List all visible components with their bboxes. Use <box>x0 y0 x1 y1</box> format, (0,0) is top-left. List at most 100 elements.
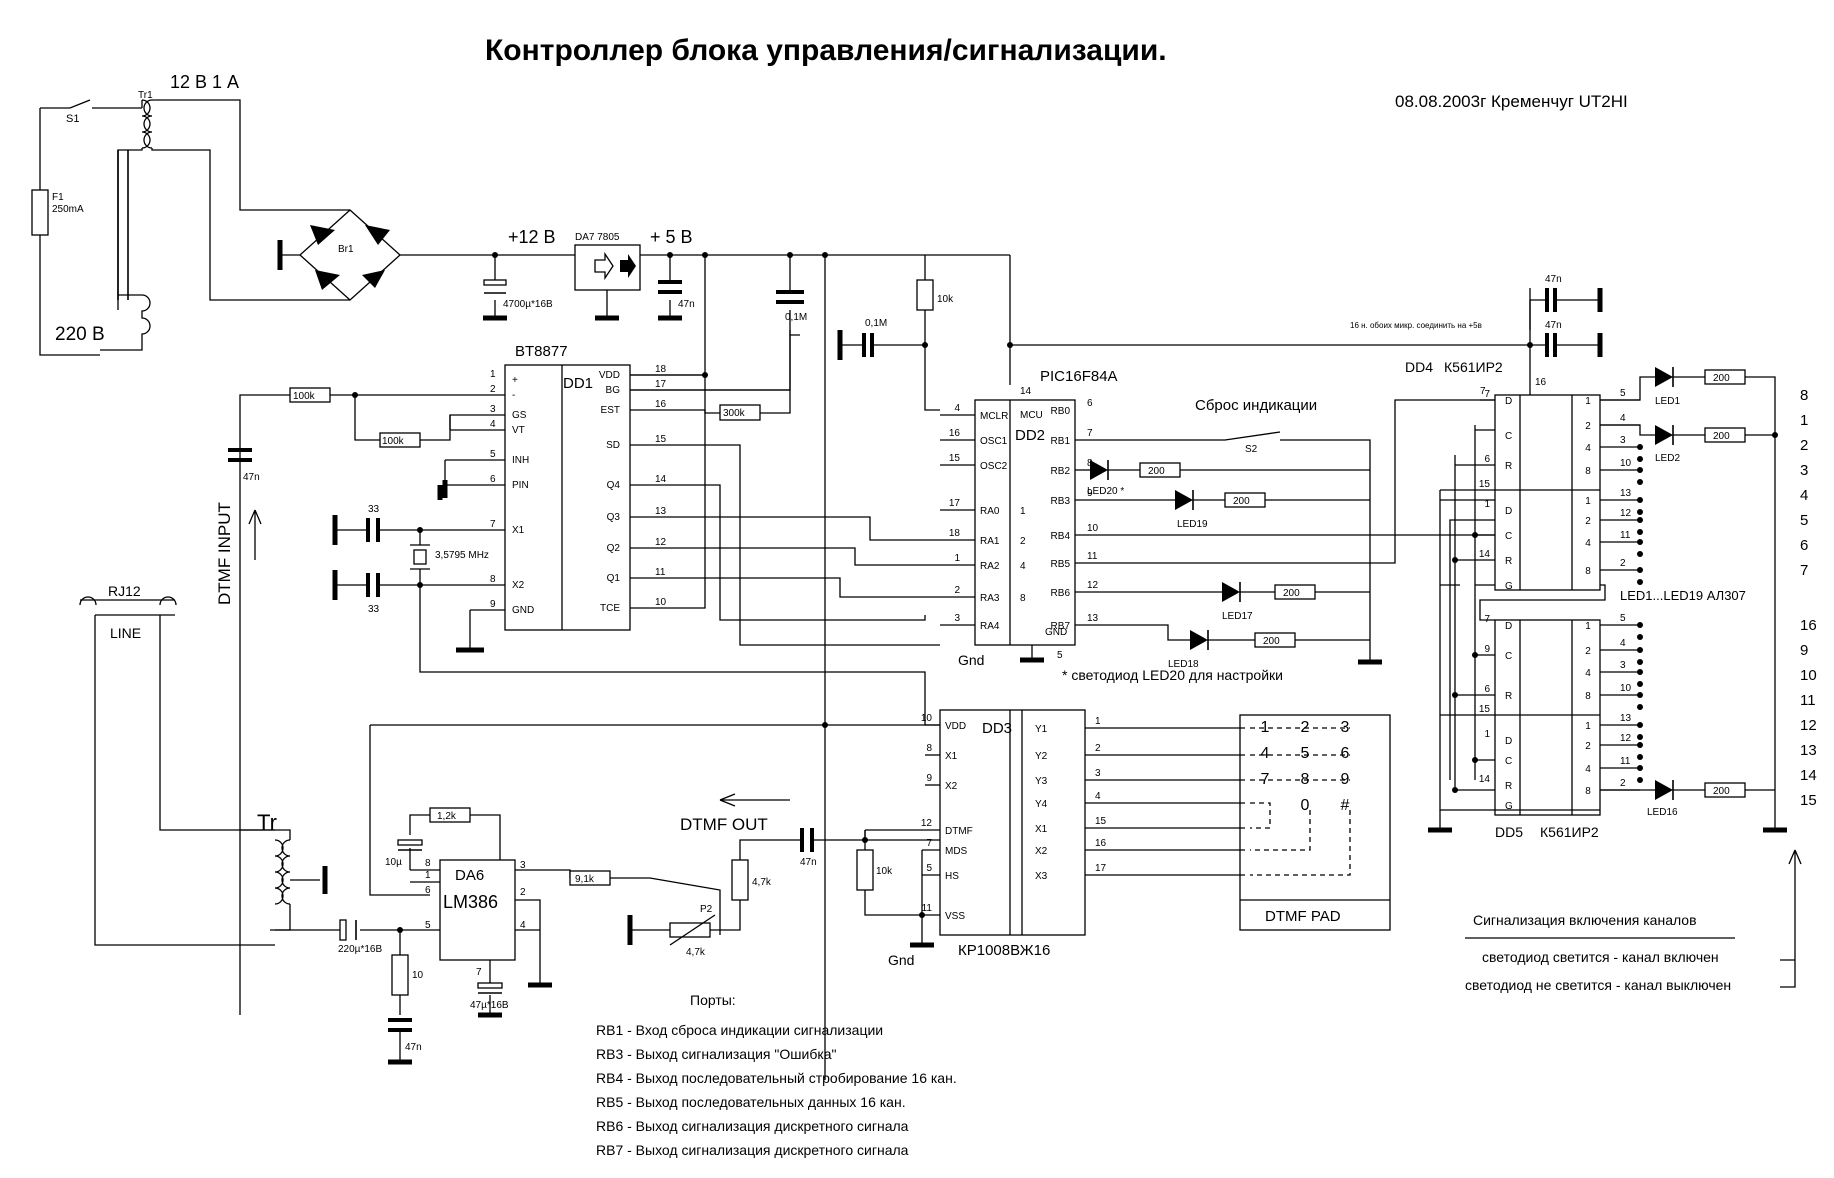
port-item: RB5 - Выход последовательных данных 16 к… <box>596 1094 906 1110</box>
dd5-pins-out-pin: 5 <box>1620 613 1626 624</box>
dd1-pin-num: 15 <box>655 434 667 445</box>
led1-name: LED1 <box>1655 396 1680 407</box>
r-fb-label: 1,2k <box>437 811 457 822</box>
switch-s1-label: S1 <box>66 113 79 125</box>
port-item: RB4 - Выход последовательный стробирован… <box>596 1070 957 1086</box>
dd5-pins-out-weight: 4 <box>1585 668 1591 679</box>
dd2-pin-sig: RB1 <box>1051 436 1071 447</box>
dd1-pin-sig: - <box>512 390 515 401</box>
led19-r: 200 <box>1233 496 1250 507</box>
dd5-pins-out-dot <box>1637 659 1643 665</box>
dd1-pin-sig: X2 <box>512 580 525 591</box>
dd1-pin-num: 9 <box>490 599 496 610</box>
dd2-pin-num: 2 <box>954 585 960 596</box>
dd4-pins-out-pin: 2 <box>1620 558 1626 569</box>
dd3-pin-num: 12 <box>921 818 933 829</box>
dd2-pin-num: 15 <box>949 453 961 464</box>
dd4-pins-pin-num: 6 <box>1484 454 1490 465</box>
led18-name: LED18 <box>1168 659 1199 670</box>
dd1-pin-num: 4 <box>490 419 496 430</box>
pad-key: 9 <box>1341 771 1350 788</box>
dd1-pin-num: 1 <box>490 369 496 380</box>
r10-label: 10 <box>412 970 424 981</box>
ports-list: RB1 - Вход сброса индикации сигнализации… <box>596 1022 957 1158</box>
r-in-label: 9,1k <box>575 874 595 885</box>
c47n-label: 47n <box>405 1042 422 1053</box>
dd1-pin-sig: GND <box>512 605 534 616</box>
dd4-pins-out-dot <box>1637 579 1643 585</box>
r100k-1-label: 100k <box>293 391 316 402</box>
tr-label: Tr <box>257 810 277 835</box>
dd3-pin-sig: VSS <box>945 911 965 922</box>
dd5-pins-out-pin: 12 <box>1620 733 1632 744</box>
dd3-pin-num: 15 <box>1095 816 1107 827</box>
channel-number: 6 <box>1800 537 1808 554</box>
dd5-pins-out-dot <box>1637 777 1643 783</box>
dd2-pin-sig: RA3 <box>980 593 1000 604</box>
legend-title: Сигнализация включения каналов <box>1473 912 1697 928</box>
legend-off: светодиод не светится - канал выключен <box>1465 977 1731 993</box>
dd5-pins-pin-sig: R <box>1505 691 1512 702</box>
da6-pin5: 5 <box>425 920 431 931</box>
ports-title: Порты: <box>690 992 736 1008</box>
da6-pin7: 7 <box>476 967 482 978</box>
dd5-pins-out-dot <box>1637 722 1643 728</box>
dd2-pin-sig: RA4 <box>980 621 1000 632</box>
fuse-rating: 250mA <box>52 204 84 215</box>
dd4-pins-pin-sig: C <box>1505 531 1512 542</box>
dd5-pins-pin-num: 15 <box>1479 704 1491 715</box>
channel-number: 12 <box>1800 717 1817 734</box>
dd3-pin-num: 16 <box>1095 838 1107 849</box>
dd3-pin-sig: X3 <box>1035 871 1048 882</box>
dd5-pins-out-dot <box>1637 692 1643 698</box>
dd4-pins-pin-sig: R <box>1505 461 1512 472</box>
led16-name: LED16 <box>1647 807 1678 818</box>
dd4-pins-out-weight: 1 <box>1585 496 1591 507</box>
pad-key: 5 <box>1301 745 1310 762</box>
mains-label: 220 В <box>55 324 105 345</box>
dd2-pin-sig: RB4 <box>1051 531 1071 542</box>
dd1-pin-num: 7 <box>490 519 496 530</box>
fuse-label: F1 <box>52 192 64 203</box>
dd2-pin-num: 18 <box>949 528 961 539</box>
dd2-pin-sig: RB6 <box>1051 588 1071 599</box>
dd5-pins-out-dot <box>1637 647 1643 653</box>
dd4-title: DD4 <box>1405 359 1433 375</box>
da6-pin8: 8 <box>425 858 431 869</box>
s2-label: S2 <box>1245 444 1258 455</box>
dd4-pins-pin-sig: G <box>1505 581 1513 592</box>
dd4-pins-out-pin: 4 <box>1620 413 1626 424</box>
dd2-pin-sig: RB2 <box>1051 466 1071 477</box>
dd2-pin-weight: 4 <box>1020 561 1026 572</box>
dd4-pins-out-weight: 1 <box>1585 396 1591 407</box>
dd1-pin-sig: INH <box>512 455 529 466</box>
dd2-name: DD2 <box>1015 427 1045 444</box>
pad-key: # <box>1341 797 1350 814</box>
dd4-pins-out-dot <box>1637 551 1643 557</box>
dd3-pin-num: 11 <box>922 903 933 914</box>
channel-number: 10 <box>1800 667 1817 684</box>
dd1-pin-sig: Q3 <box>607 512 621 523</box>
dd4-pins-out-pin: 13 <box>1620 488 1632 499</box>
dd1-pin-num: 11 <box>655 567 666 578</box>
dd1-pin-sig: BG <box>606 385 621 396</box>
dd2-pin-num: 10 <box>1087 523 1099 534</box>
dd5-title: DD5 <box>1495 824 1523 840</box>
bridge-label: Br1 <box>338 244 354 255</box>
pad-key: 0 <box>1301 797 1310 814</box>
dd3-pin-num: 7 <box>926 838 932 849</box>
power-supply: S1 F1 250mA 220 В Tr1 12 В 1 А Br1 4700µ… <box>31 72 1010 356</box>
dd1-pin-sig: EST <box>601 405 620 416</box>
line-interface: RJ12 LINE Tr DTMF INPUT <box>79 502 328 946</box>
channel-number: 15 <box>1800 792 1817 809</box>
dd4-pins-out-dot <box>1637 456 1643 462</box>
dd1-name: DD1 <box>563 375 593 392</box>
channel-number: 7 <box>1800 562 1808 579</box>
dd4-pins-pin-sig: C <box>1505 431 1512 442</box>
cap-01m-label: 0,1М <box>785 312 807 323</box>
dd2-pin-sig: RB7 <box>1051 621 1071 632</box>
